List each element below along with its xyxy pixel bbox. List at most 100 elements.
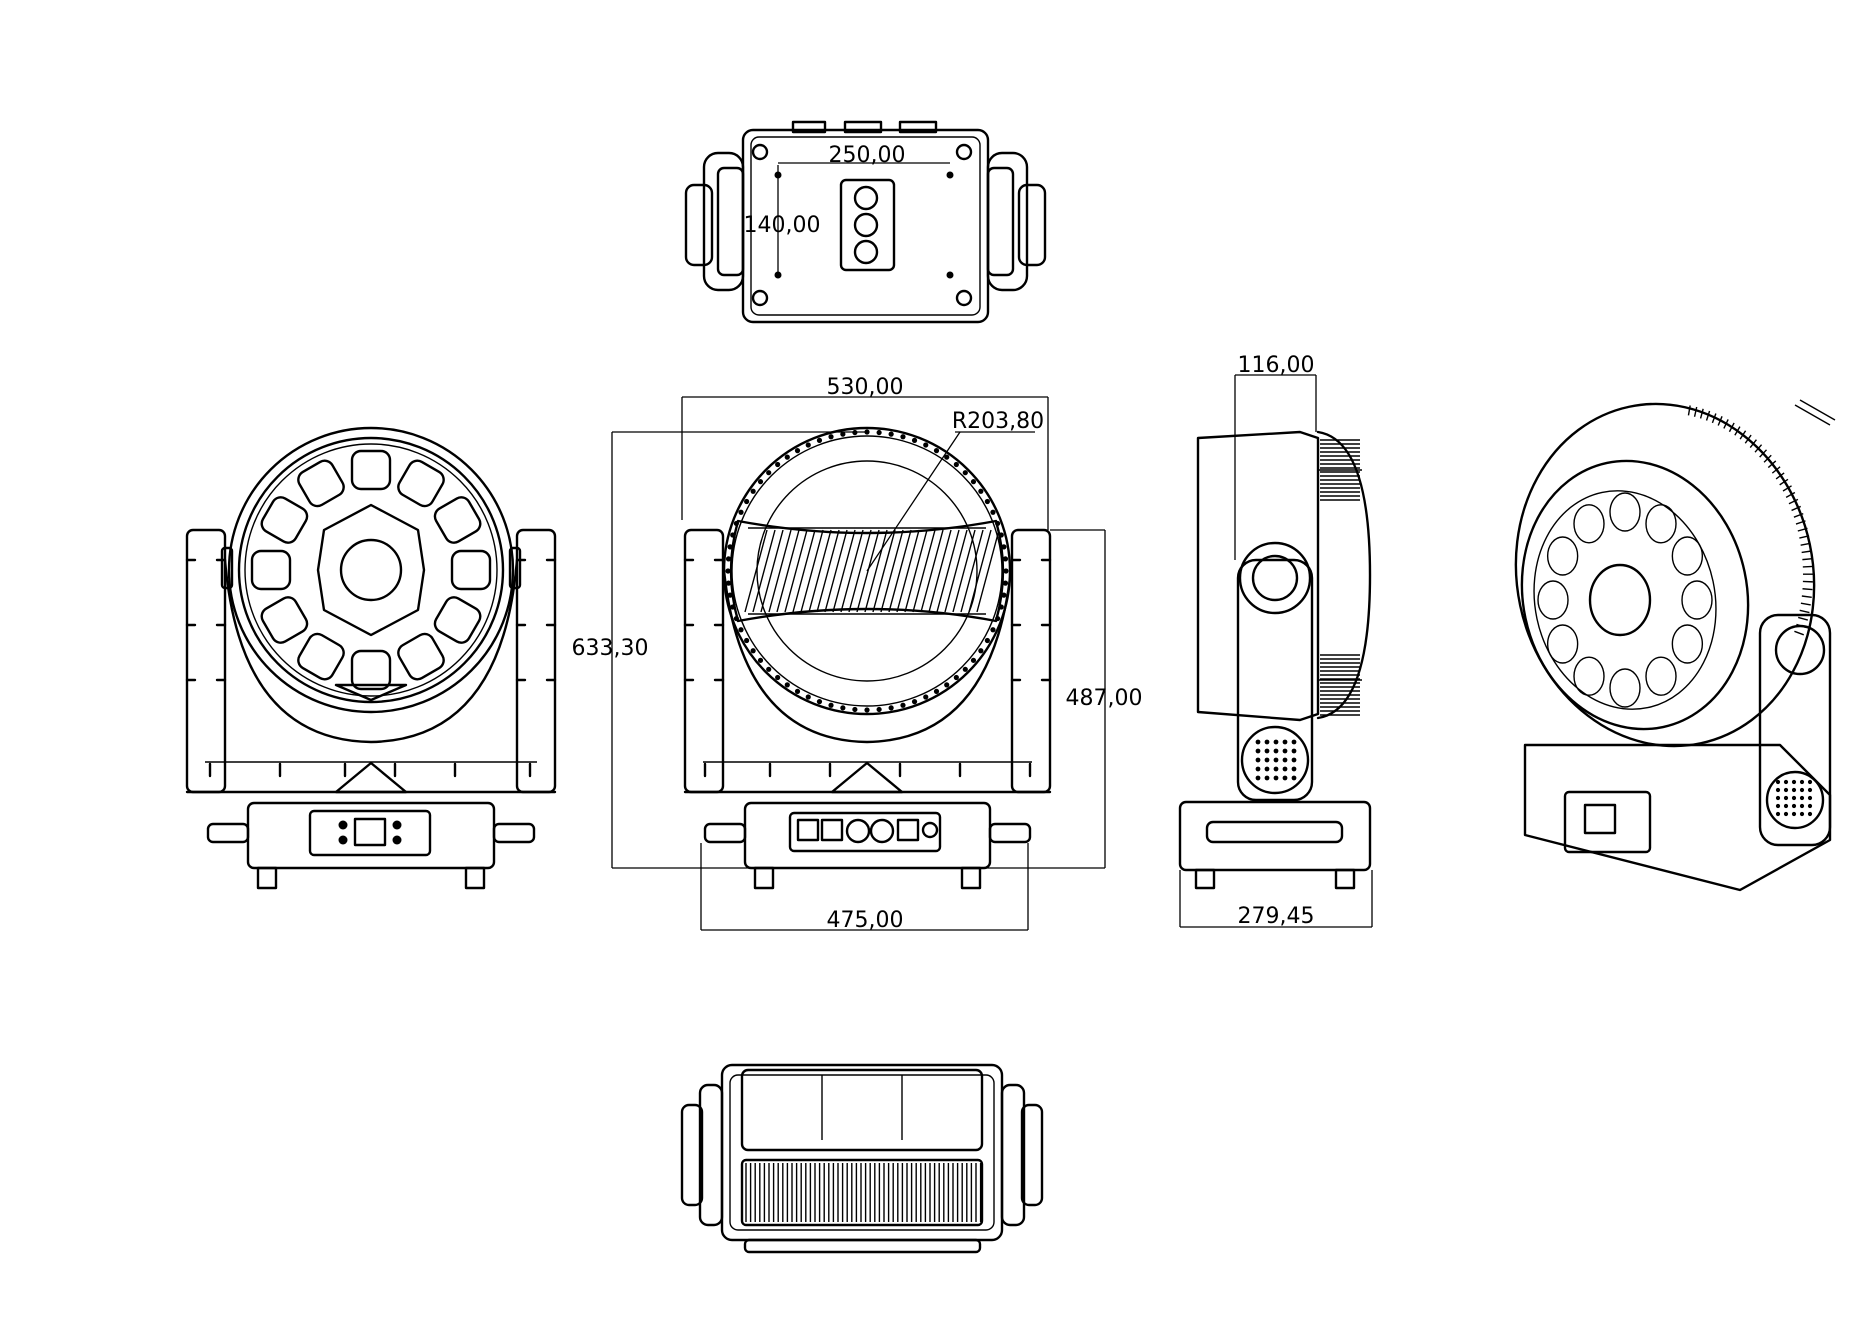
ring-dot (864, 429, 870, 435)
fin-line (752, 529, 776, 613)
fin-line (920, 529, 944, 613)
fin-line (1744, 434, 1752, 444)
fin-line (744, 529, 768, 613)
ring-dot (1001, 592, 1007, 598)
ring-dot (900, 702, 906, 708)
vent-dot (1264, 775, 1270, 781)
fin-line (1749, 439, 1757, 449)
ring-dot (733, 520, 739, 527)
ring-dot (911, 437, 918, 443)
ring-dot (816, 699, 823, 705)
fin-line (944, 529, 968, 613)
ring-dot (775, 674, 781, 681)
rear-view (611, 396, 1106, 931)
dim-front-yoke-height: 487,00 (1066, 686, 1143, 711)
vent-dot (1807, 779, 1813, 785)
vent-dot (1273, 739, 1279, 745)
lens-cell (397, 632, 445, 681)
ring-dot (750, 648, 756, 654)
fin-line (864, 529, 888, 613)
iso-lens-cell (1609, 492, 1641, 532)
fin-line (832, 529, 856, 613)
bottom-view (680, 1063, 1044, 1254)
fin-line (1767, 460, 1777, 469)
fin-line (1791, 505, 1802, 512)
fin-line (1711, 413, 1717, 424)
fin-line (1687, 405, 1691, 416)
fin-line (1802, 557, 1813, 561)
ring-dot (1002, 556, 1009, 562)
vent-dot (1799, 803, 1805, 809)
ring-dot (978, 488, 984, 494)
ring-dot (995, 615, 1001, 622)
fin-line (896, 529, 920, 613)
vent-dot (1775, 811, 1781, 817)
fin-line (1771, 466, 1781, 474)
ring-dot (888, 431, 894, 437)
ring-dot (1001, 544, 1007, 550)
vent-dot (1291, 739, 1297, 745)
fin-line (856, 529, 880, 613)
fin-line (904, 529, 928, 613)
fin-line (1796, 623, 1807, 629)
lens-cell (297, 632, 345, 681)
fin-line (816, 529, 840, 613)
ring-dot (1003, 568, 1009, 574)
vent-dot (1282, 766, 1288, 772)
fin-line (1800, 602, 1811, 606)
vent-dot (1791, 787, 1797, 793)
vent-dot (1799, 811, 1805, 817)
fin-line (1717, 416, 1723, 426)
fin-line (1800, 542, 1811, 546)
vent-dot (1264, 739, 1270, 745)
ring-dot (962, 470, 968, 476)
ring-dot (998, 604, 1004, 610)
ring-dot (852, 706, 858, 713)
lens-cell (450, 549, 492, 591)
ring-dot (828, 702, 834, 708)
ring-dot (794, 448, 801, 454)
ring-dot (970, 657, 977, 663)
vent-dot (1282, 739, 1288, 745)
fin-line (912, 529, 936, 613)
dim-front-radius: R203,80 (952, 409, 1044, 434)
vent-dot (1783, 787, 1789, 793)
iso-lens-cell (1681, 580, 1713, 620)
ring-dot (944, 682, 950, 688)
iso-lens-cell (1671, 536, 1704, 576)
ring-dot (900, 434, 906, 440)
ring-dot (970, 479, 977, 485)
vent-dot (1255, 766, 1261, 772)
fin-line (784, 529, 808, 613)
vent-dot (1791, 803, 1797, 809)
ring-dot (784, 454, 790, 460)
ring-dot (750, 488, 756, 494)
lens-cell (260, 496, 309, 544)
ring-dot (962, 666, 968, 672)
ring-dot (725, 568, 731, 574)
fin-line (840, 529, 864, 613)
ring-dot (766, 470, 772, 476)
fin-line (1799, 609, 1810, 614)
fin-line (768, 529, 792, 613)
vent-dot (1799, 779, 1805, 785)
fin-line (1801, 595, 1812, 598)
ring-dot (730, 604, 736, 610)
vent-dot (1291, 748, 1297, 754)
vent-dot (1255, 775, 1261, 781)
fin-line (928, 529, 952, 613)
lens-cell (433, 496, 482, 544)
ring-dot (911, 699, 918, 705)
ring-dot (864, 707, 870, 713)
fin-line (1723, 419, 1729, 429)
vent-dot (1775, 795, 1781, 801)
dim-side-top-width: 116,00 (1238, 353, 1315, 378)
fin-line (792, 529, 816, 613)
ring-dot (990, 509, 996, 515)
iso-lens-cell (1537, 580, 1569, 620)
ring-dot (840, 431, 846, 437)
ring-dot (725, 556, 732, 562)
vent-dot (1273, 775, 1279, 781)
ring-dot (984, 498, 990, 505)
